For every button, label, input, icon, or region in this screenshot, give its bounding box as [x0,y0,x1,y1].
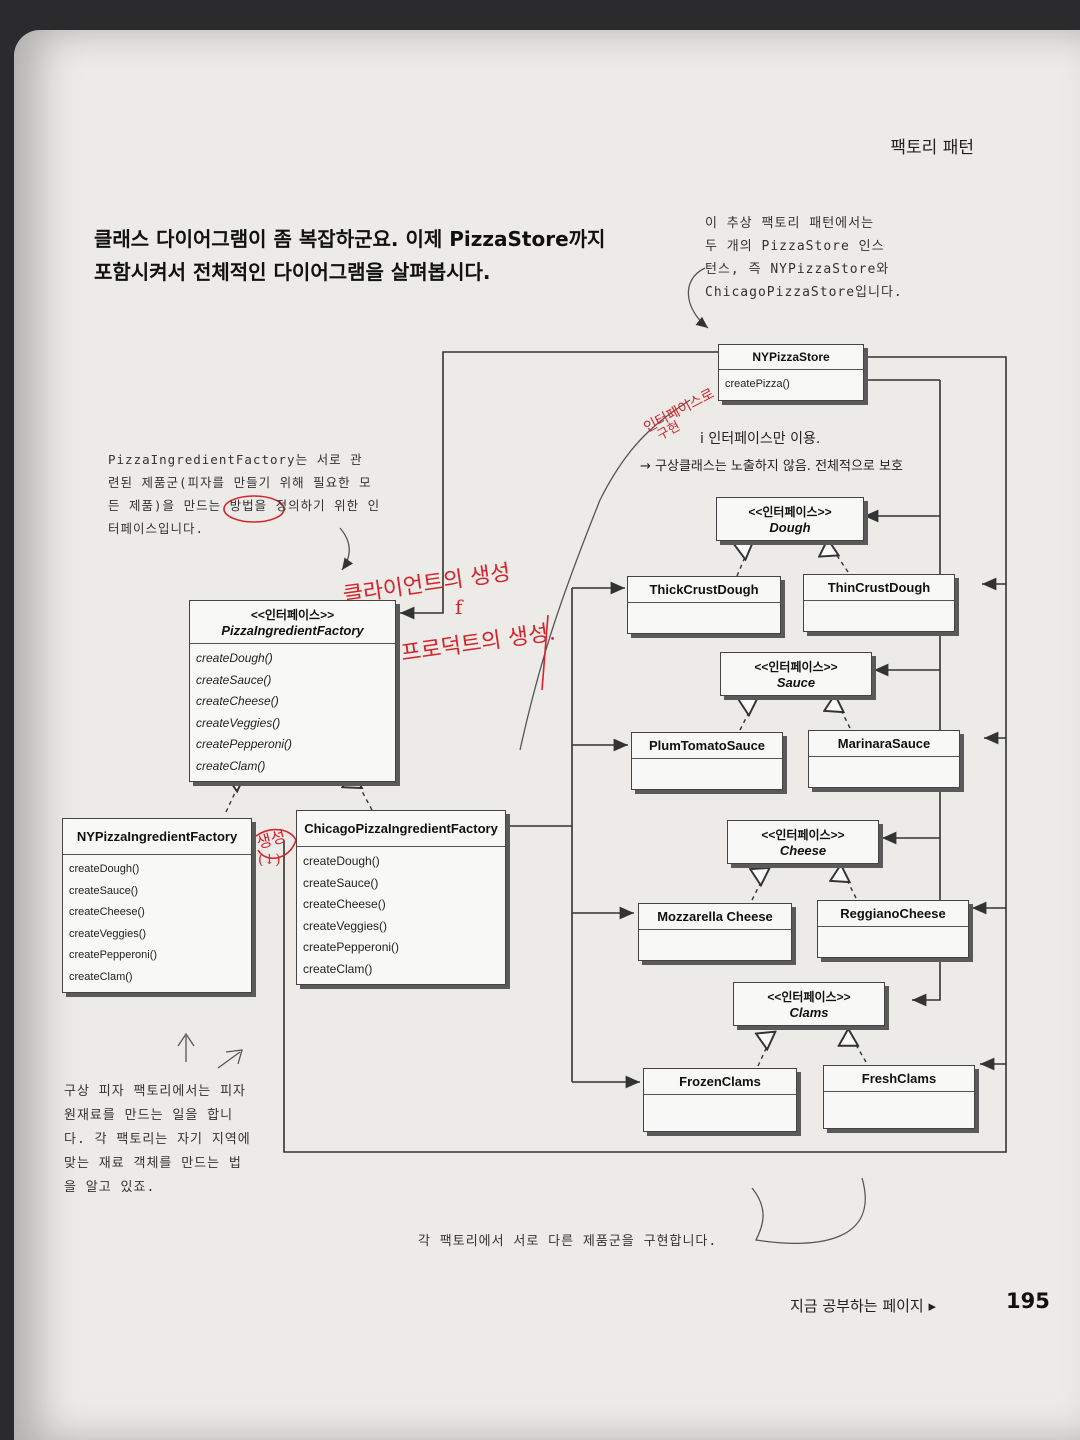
class-marinara-sauce: MarinaraSauce [808,730,960,788]
handwriting-c: i 인터페이스만 이용. [700,428,820,448]
note-line: 련된 제품군(피자를 만들기 위해 필요한 모 [108,471,380,494]
interface-title: <<인터페이스>> Clams [734,983,884,1025]
class-ny-pizza-store: NYPizzaStore createPizza() [718,344,864,401]
interface-cheese: <<인터페이스>> Cheese [727,820,879,864]
class-body [824,1092,974,1128]
note-top-right: 이 추상 팩토리 패턴에서는 두 개의 PizzaStore 인스 턴스, 즉 … [705,212,903,304]
class-name: ThickCrustDough [628,577,780,603]
class-name: NYPizzaStore [719,345,863,370]
class-body [818,927,968,957]
class-name: ChicagoPizzaIngredientFactory [297,811,505,847]
class-mozzarella-cheese: Mozzarella Cheese [638,903,792,961]
interface-name: PizzaIngredientFactory [194,623,391,638]
interface-pizza-ingredient-factory: <<인터페이스>> PizzaIngredientFactory createD… [189,600,396,782]
interface-title: <<인터페이스>> Sauce [721,653,871,695]
class-body [809,757,959,787]
method: createSauce() [69,881,245,903]
class-method: createPizza() [719,370,863,400]
method-list: createDough() createSauce() createCheese… [63,855,251,992]
note-line: 구상 피자 팩토리에서는 피자 [64,1080,251,1104]
class-fresh-clams: FreshClams [823,1065,975,1129]
class-body [639,930,791,960]
method: createCheese() [303,894,499,916]
method: createSauce() [303,873,499,895]
handwriting-arrow: (↓) [258,852,281,868]
interface-name: Dough [721,520,859,535]
note-bottom-left: 구상 피자 팩토리에서는 피자 원재료를 만드는 일을 합니 다. 각 팩토리는… [64,1080,251,1200]
method: createPepperoni() [69,945,245,967]
class-name: FrozenClams [644,1069,796,1095]
stereotype-label: <<인터페이스>> [194,606,391,623]
class-chicago-ingredient-factory: ChicagoPizzaIngredientFactory createDoug… [296,810,506,985]
method-list: createDough() createSauce() createCheese… [297,847,505,984]
class-name: MarinaraSauce [809,731,959,757]
method: createClam() [196,756,389,778]
method: createVeggies() [196,713,389,735]
note-line: 든 제품)을 만드는 방법을 정의하기 위한 인 [108,494,380,517]
interface-clams: <<인터페이스>> Clams [733,982,885,1026]
method: createCheese() [196,691,389,713]
class-plum-tomato-sauce: PlumTomatoSauce [631,732,783,790]
interface-name: Clams [738,1005,880,1020]
class-name: FreshClams [824,1066,974,1092]
class-body [644,1095,796,1131]
note-line: 을 알고 있죠. [64,1176,251,1200]
interface-title: <<인터페이스>> PizzaIngredientFactory [190,601,395,644]
method: createDough() [196,648,389,670]
stereotype-label: <<인터페이스>> [725,658,867,675]
method: createVeggies() [303,916,499,938]
page-number: 195 [1006,1289,1050,1313]
note-line: 두 개의 PizzaStore 인스 [705,235,903,258]
stereotype-label: <<인터페이스>> [738,988,880,1005]
method: createClam() [69,967,245,989]
class-name: ThinCrustDough [804,575,954,601]
note-bottom: 각 팩토리에서 서로 다른 제품군을 구현합니다. [418,1230,717,1253]
class-body [804,601,954,631]
class-thick-crust-dough: ThickCrustDough [627,576,781,634]
handwriting-d: → 구상클래스는 노출하지 않음. 전체적으로 보호 [640,455,903,474]
method: createDough() [303,851,499,873]
class-reggiano-cheese: ReggianoCheese [817,900,969,958]
note-line: PizzaIngredientFactory는 서로 관 [108,448,380,471]
class-ny-ingredient-factory: NYPizzaIngredientFactory createDough() c… [62,818,252,993]
class-name: Mozzarella Cheese [639,904,791,930]
interface-dough: <<인터페이스>> Dough [716,497,864,541]
interface-name: Cheese [732,843,874,858]
class-name: NYPizzaIngredientFactory [63,819,251,855]
method: createPepperoni() [196,734,389,756]
note-line: ChicagoPizzaStore입니다. [705,281,903,304]
note-left: PizzaIngredientFactory는 서로 관 련된 제품군(피자를 … [108,448,380,540]
note-line: 턴스, 즉 NYPizzaStore와 [705,258,903,281]
stereotype-label: <<인터페이스>> [721,503,859,520]
class-body [632,759,782,789]
class-name: ReggianoCheese [818,901,968,927]
stereotype-label: <<인터페이스>> [732,826,874,843]
method: createSauce() [196,670,389,692]
note-line: 이 추상 팩토리 패턴에서는 [705,212,903,235]
class-name: PlumTomatoSauce [632,733,782,759]
method: createClam() [303,959,499,981]
interface-title: <<인터페이스>> Cheese [728,821,878,863]
note-line: 맞는 재료 객체를 만드는 법 [64,1152,251,1176]
footer-label: 지금 공부하는 페이지 ▸ [790,1295,936,1316]
method: createPepperoni() [303,937,499,959]
class-body [628,603,780,633]
class-thin-crust-dough: ThinCrustDough [803,574,955,632]
class-frozen-clams: FrozenClams [643,1068,797,1132]
interface-sauce: <<인터페이스>> Sauce [720,652,872,696]
method: createCheese() [69,902,245,924]
handwriting-plus: f [455,595,462,619]
method-list: createDough() createSauce() createCheese… [190,644,395,781]
method: createVeggies() [69,924,245,946]
interface-name: Sauce [725,675,867,690]
note-line: 터페이스입니다. [108,517,380,540]
interface-title: <<인터페이스>> Dough [717,498,863,540]
note-line: 원재료를 만드는 일을 합니 [64,1104,251,1128]
note-line: 다. 각 팩토리는 자기 지역에 [64,1128,251,1152]
method: createDough() [69,859,245,881]
